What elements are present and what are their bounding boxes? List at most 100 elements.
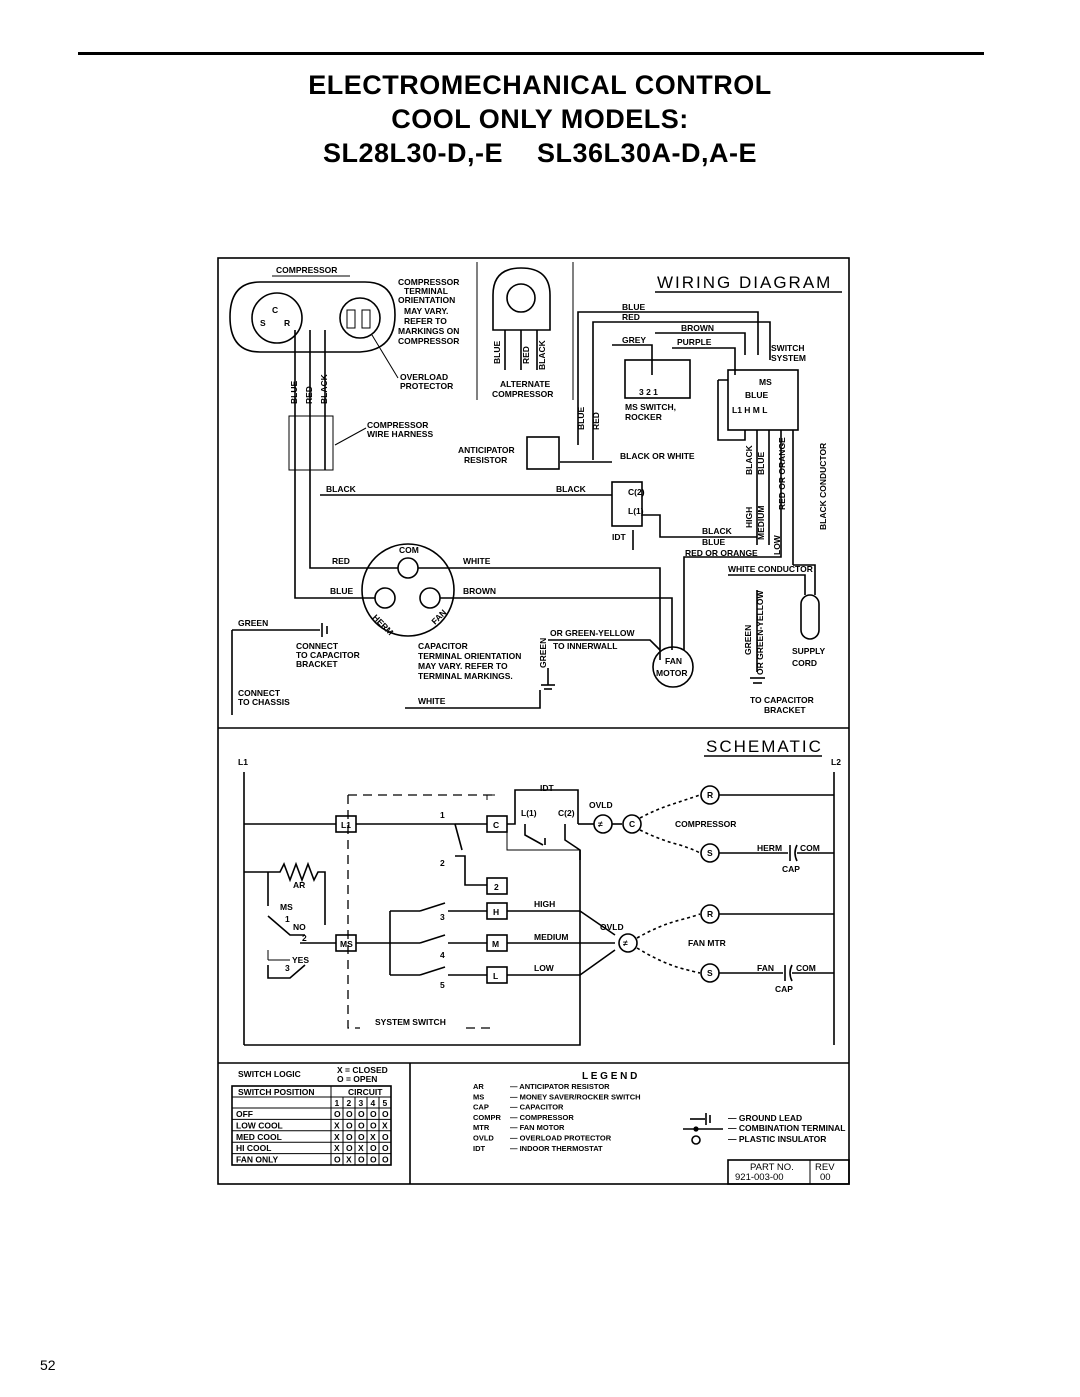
- ms-yes-label: YES: [292, 955, 309, 965]
- switch-logic-cell: O: [358, 1155, 365, 1165]
- compressor-run-winding: [639, 794, 701, 819]
- system-switch-label: SYSTEM SWITCH: [375, 1017, 446, 1027]
- switch-logic-cell: O: [370, 1109, 377, 1119]
- legend-abbr-3: COMPR: [473, 1113, 502, 1122]
- black-conductor-label: BLACK CONDUCTOR: [818, 443, 828, 530]
- switch-logic-cell: O: [346, 1143, 353, 1153]
- switch-logic-cell: O: [382, 1132, 389, 1142]
- fan-black-label: BLACK: [744, 444, 754, 475]
- compressor-terminal-c: C: [272, 305, 278, 315]
- compressor-r-label: R: [707, 790, 713, 800]
- legend-plastic-insulator: — PLASTIC INSULATOR: [728, 1134, 826, 1144]
- ms-no-label: NO: [293, 922, 306, 932]
- switch-logic-cell: O: [346, 1120, 353, 1130]
- connect-cap-label-1: CONNECT: [296, 641, 339, 651]
- idt-loop: [507, 789, 579, 825]
- black-or-white-label: BLACK OR WHITE: [620, 451, 695, 461]
- page-number: 52: [40, 1357, 56, 1373]
- overload-protector-body: [339, 297, 381, 339]
- fan-high-label: HIGH: [744, 507, 754, 528]
- innerwall-green-label: GREEN: [538, 638, 548, 668]
- capacitor-fan-terminal: [419, 587, 441, 609]
- supply-cord-label-2: CORD: [792, 658, 817, 668]
- box-l-label: L: [493, 971, 498, 981]
- switch-logic-cell: O: [358, 1120, 365, 1130]
- switch-logic-key-o: O = OPEN: [337, 1074, 377, 1084]
- compressor-c-terminal: [622, 814, 642, 834]
- harness-label-1: COMPRESSOR: [367, 420, 428, 430]
- legend-desc-3: — COMPRESSOR: [510, 1113, 574, 1122]
- legend-title: L E G E N D: [582, 1071, 637, 1082]
- part-number-block: [727, 1159, 850, 1185]
- switch-system-label-2: SYSTEM: [771, 353, 806, 363]
- wire-grey-run: [612, 344, 653, 375]
- fan-s-label: S: [707, 968, 713, 978]
- legend-abbr-6: IDT: [473, 1144, 486, 1153]
- switch-logic-cell: X: [334, 1143, 340, 1153]
- page-title-line-3: SL28L30-D,-E SL36L30A-D,A-E: [322, 138, 758, 168]
- alt-compressor-label-1: ALTERNATE: [500, 379, 551, 389]
- circuit-number-1: 1: [335, 1098, 340, 1108]
- alt-compressor-outline: [492, 267, 551, 331]
- circuit-number-3: 3: [359, 1098, 364, 1108]
- green-ground-label: GREEN: [238, 618, 268, 628]
- ms-3-num: 3: [285, 963, 290, 973]
- schematic-l2-label: L2: [831, 757, 841, 767]
- switch-logic-cell: O: [382, 1143, 389, 1153]
- cap-note-3: MAY VARY. REFER TO: [418, 661, 508, 671]
- idt-contact-2: [564, 824, 581, 860]
- idt-contact: [524, 824, 546, 846]
- idt-red-orange-label: RED OR ORANGE: [685, 548, 758, 558]
- contact-4-num: 4: [440, 950, 445, 960]
- schematic-bottom-return: [244, 850, 581, 1046]
- compressor-ovld-label: OVLD: [589, 800, 613, 810]
- idt-return: [506, 824, 580, 851]
- switch-blue-label: BLUE: [745, 390, 768, 400]
- switch-logic-cell: O: [358, 1109, 365, 1119]
- legend-ground-lead: — GROUND LEAD: [728, 1113, 802, 1123]
- compressor-ovld: [593, 814, 613, 834]
- schematic-ar-label: AR: [293, 880, 305, 890]
- wire-red-to-com: [309, 470, 398, 569]
- anticipator-resistor-symbol: [268, 861, 326, 925]
- compressor-ovld-symbol: ≠: [598, 819, 603, 829]
- compressor-start-winding: [639, 829, 701, 854]
- switch-logic: SWITCH LOGIC X = CLOSED O = OPEN SWITCH …: [231, 1065, 392, 1166]
- compressor-c-label: C: [629, 819, 635, 829]
- wire-grey-label: GREY: [622, 335, 646, 345]
- alt-black-label: BLACK: [537, 339, 547, 370]
- switch-logic-table: [231, 1085, 392, 1166]
- wire-black-conductor: [793, 564, 816, 595]
- to-innerwall-label: TO INNERWALL: [553, 641, 617, 651]
- idt-blue-label: BLUE: [702, 537, 725, 547]
- terminal-note-5: REFER TO: [404, 316, 447, 326]
- capacitor-body: [361, 543, 455, 637]
- capacitor-com-terminal: [397, 557, 419, 579]
- switch-logic-cell: O: [334, 1109, 341, 1119]
- schematic-low-label: LOW: [534, 963, 555, 973]
- supply-cord-plug: [800, 594, 820, 640]
- fan-cap-plate-2: [789, 964, 793, 982]
- fan-cap-fan-label: FAN: [757, 963, 774, 973]
- wire-brown-run: [655, 332, 746, 355]
- wire-blue-to-herm: [294, 470, 375, 599]
- anticipator-label-2: RESISTOR: [464, 455, 507, 465]
- schematic-high-label: HIGH: [534, 899, 555, 909]
- ms-switch-label-2: ROCKER: [625, 412, 662, 422]
- legend-combination-terminal: — COMBINATION TERMINAL: [728, 1123, 845, 1133]
- alt-compressor-terminal: [506, 283, 536, 313]
- page-title-line-2: COOL ONLY MODELS:: [391, 104, 689, 134]
- wire-brown-fan: [440, 597, 673, 650]
- wire-brown-label: BROWN: [681, 323, 714, 333]
- switch-logic-cell: O: [382, 1109, 389, 1119]
- cap-blue-label: BLUE: [330, 586, 353, 596]
- combination-terminal-dot: [693, 1126, 699, 1132]
- cap-note-1: CAPACITOR: [418, 641, 468, 651]
- switch-logic-cell: X: [382, 1120, 388, 1130]
- to-cap-bracket-label-1: TO CAPACITOR: [750, 695, 814, 705]
- comp-cap-com-label: COM: [800, 843, 820, 853]
- switch-position-4: FAN ONLY: [236, 1155, 279, 1165]
- cap-red-label: RED: [332, 556, 350, 566]
- overload-terminal-1: [346, 309, 356, 329]
- terminal-note-4: MAY VARY.: [404, 306, 448, 316]
